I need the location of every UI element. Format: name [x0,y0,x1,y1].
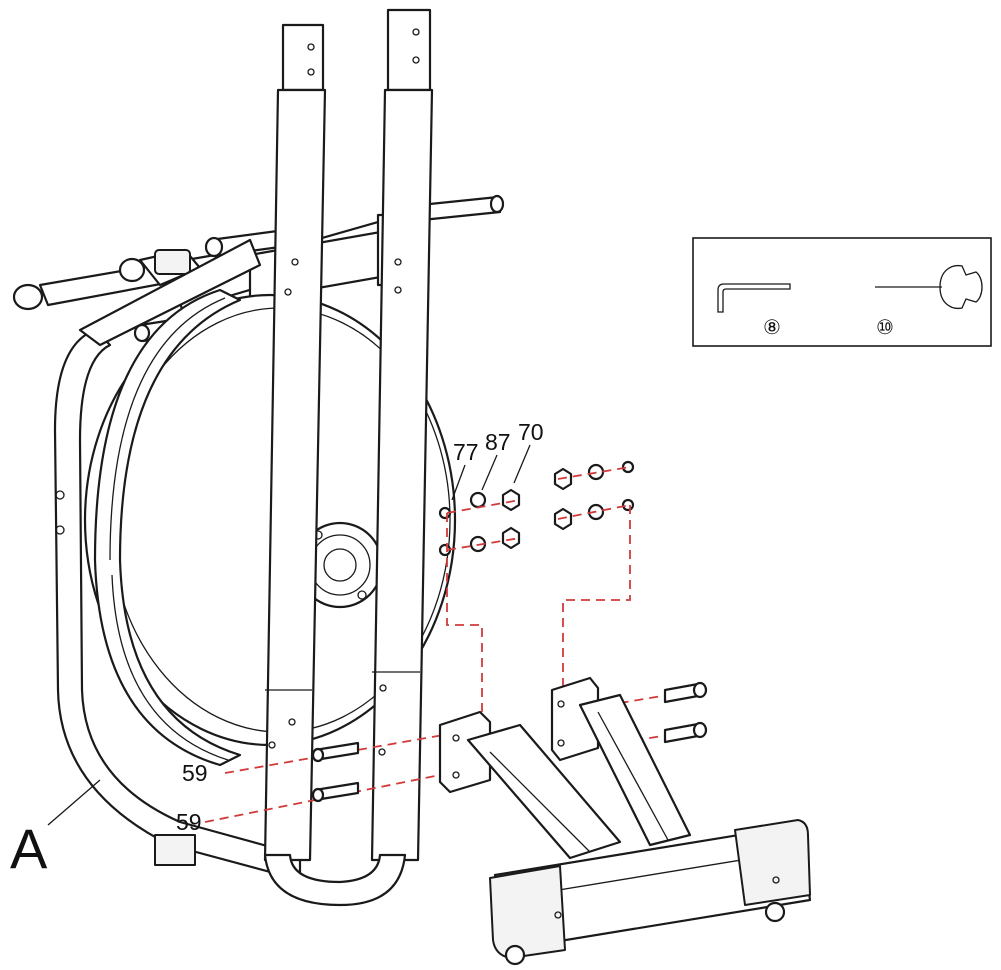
hardware-right [553,460,635,531]
part-label-70: 70 [518,419,544,445]
tool-box: ⑧ ⑩ [692,237,992,347]
upright-posts [263,8,434,907]
tool-label-allen-key: ⑧ [763,315,781,339]
part-label-59-lower: 59 [176,809,202,835]
assembly-leader-line [47,779,101,826]
bolts-right [663,681,708,744]
allen-key-icon [717,283,791,313]
part-label-59-upper: 59 [182,760,208,786]
part-label-87: 87 [485,429,511,455]
bolts-59 [311,741,360,803]
wrench-icon [875,264,983,310]
front-stabilizer [438,676,812,966]
part-label-77: 77 [453,439,479,465]
tool-label-wrench: ⑩ [876,315,894,339]
assembly-label-a: A [10,817,48,880]
